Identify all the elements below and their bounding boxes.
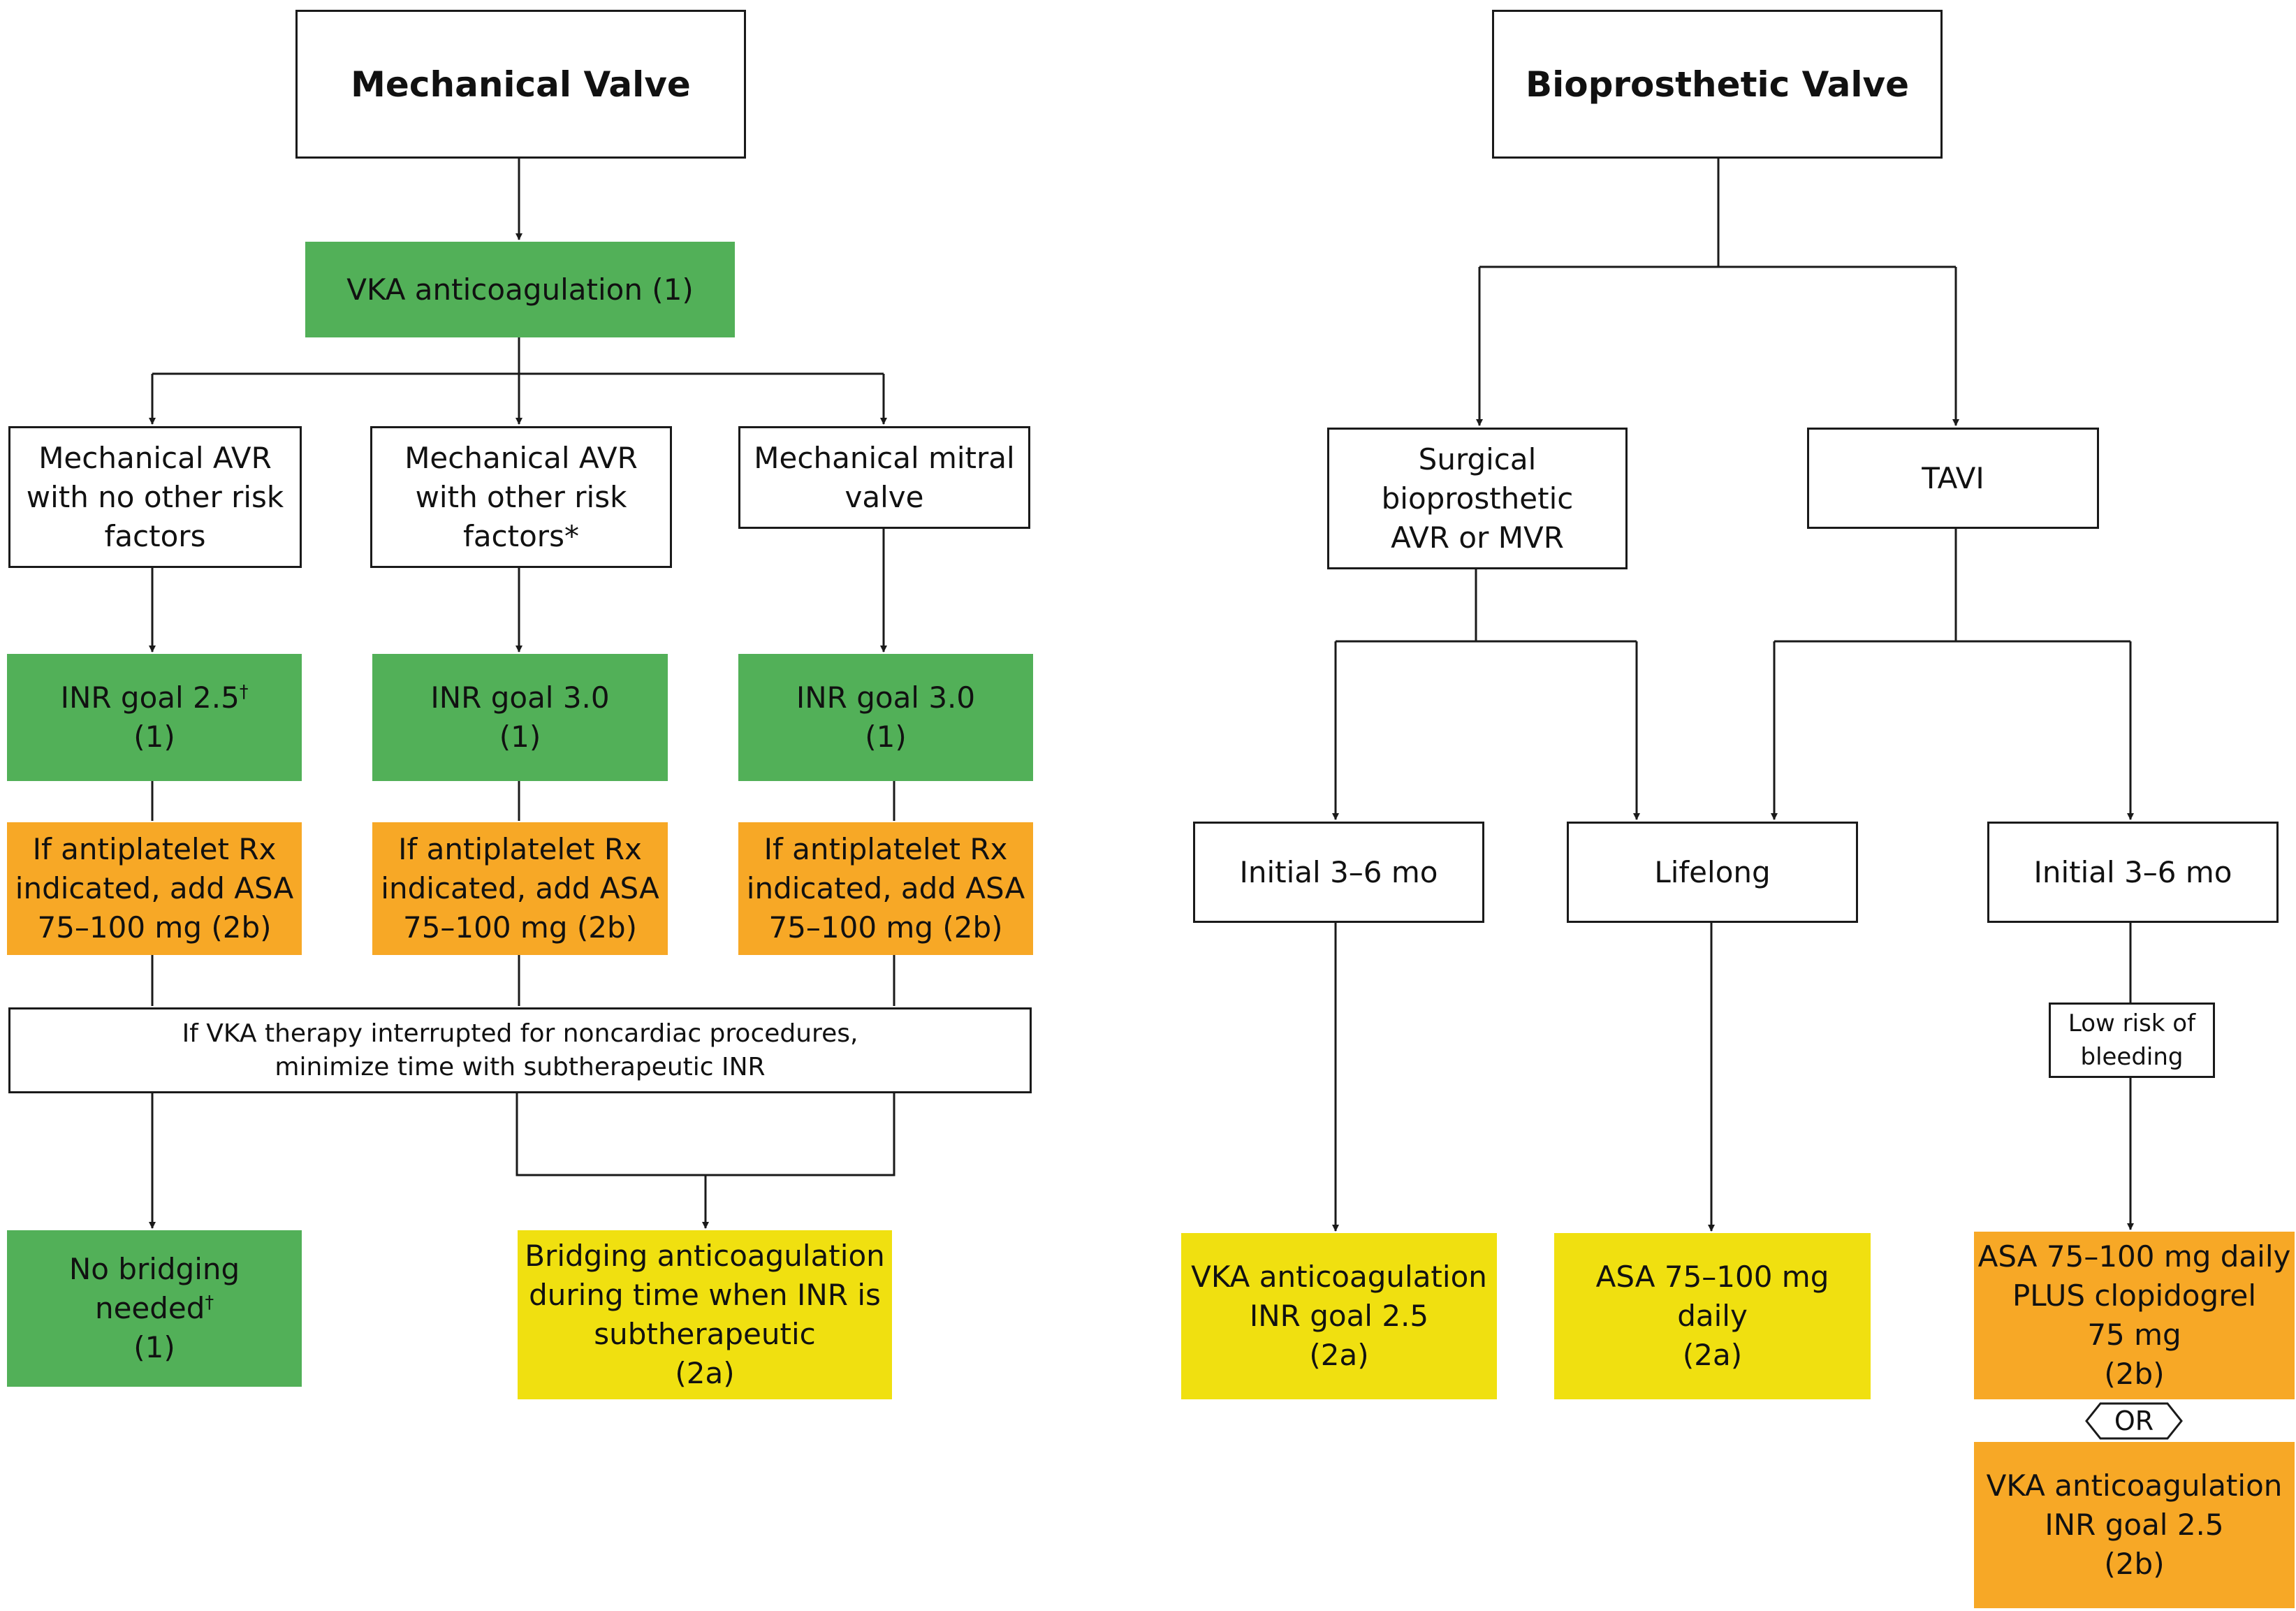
lifelong-box: Lifelong [1567, 822, 1858, 923]
vka-anticoagulation-box: VKA anticoagulation (1) [305, 242, 735, 337]
box-line: 75–100 mg (2b) [37, 910, 272, 945]
box-line: Mechanical AVR [404, 440, 638, 475]
recommendation-class: (2a) [675, 1356, 735, 1390]
box-line: indicated, add ASA [746, 871, 1025, 905]
line-interrupt-merge [515, 1093, 895, 1176]
recommendation-class: (1) [499, 720, 541, 754]
box-line: factors* [463, 518, 579, 553]
mechanical-valve-title-box: Mechanical Valve [295, 10, 746, 159]
or-label: OR [2114, 1406, 2154, 1436]
box-line: bioprosthetic [1381, 481, 1574, 516]
initial-label: Initial 3–6 mo [2033, 854, 2232, 889]
box-line: indicated, add ASA [15, 871, 294, 905]
recommendation-class: (1) [865, 720, 907, 754]
box-line: indicated, add ASA [381, 871, 659, 905]
recommendation-class: (2b) [2104, 1547, 2165, 1581]
box-line: Mechanical AVR [38, 440, 272, 475]
vka-inr-2-5-result-box: VKA anticoagulation INR goal 2.5 (2a) [1181, 1233, 1497, 1399]
antiplatelet-box-2: If antiplatelet Rx indicated, add ASA 75… [372, 822, 668, 955]
box-line: during time when INR is [529, 1278, 881, 1312]
box-line: If VKA therapy interrupted for noncardia… [182, 1019, 858, 1048]
box-line: bleeding [2080, 1043, 2184, 1071]
asa-plus-clopidogrel-box: ASA 75–100 mg daily PLUS clopidogrel 75 … [1974, 1232, 2295, 1399]
bioprosthetic-valve-title-box: Bioprosthetic Valve [1492, 10, 1943, 159]
box-line: factors [104, 518, 206, 553]
recommendation-class: (2b) [2104, 1357, 2165, 1391]
box-line: ASA 75–100 mg [1595, 1260, 1829, 1294]
mechanical-valve-title: Mechanical Valve [351, 64, 691, 105]
vka-anticoagulation-label: VKA anticoagulation (1) [346, 272, 694, 307]
box-line: daily [1677, 1299, 1748, 1333]
lifelong-label: Lifelong [1654, 854, 1771, 889]
low-risk-bleeding-box: Low risk of bleeding [2049, 1003, 2215, 1078]
vka-alternative-box: VKA anticoagulation INR goal 2.5 (2b) [1974, 1442, 2295, 1608]
box-line: valve [844, 479, 924, 514]
or-badge: OR [2085, 1402, 2183, 1440]
box-line: VKA anticoagulation [1191, 1260, 1487, 1294]
inr-goal-text: INR goal 3.0 [430, 680, 610, 715]
box-line: Low risk of [2068, 1009, 2196, 1037]
box-line: INR goal 2.5 [2045, 1508, 2224, 1542]
mechanical-mitral-valve-box: Mechanical mitral valve [738, 426, 1030, 529]
antiplatelet-box-1: If antiplatelet Rx indicated, add ASA 75… [7, 822, 302, 955]
box-line: AVR or MVR [1391, 520, 1564, 555]
dagger-mark: † [205, 1292, 214, 1312]
surgical-bioprosthetic-box: Surgical bioprosthetic AVR or MVR [1327, 428, 1628, 569]
inr-goal-2-5-box: INR goal 2.5† (1) [7, 654, 302, 781]
tavi-box: TAVI [1807, 428, 2099, 529]
mechanical-avr-no-risk-box: Mechanical AVR with no other risk factor… [8, 426, 302, 568]
box-line: 75–100 mg (2b) [402, 910, 638, 945]
box-line: If antiplatelet Rx [763, 832, 1008, 866]
box-line: 75–100 mg (2b) [768, 910, 1003, 945]
box-line: 75 mg [2087, 1318, 2181, 1352]
antiplatelet-box-3: If antiplatelet Rx indicated, add ASA 75… [738, 822, 1033, 955]
recommendation-class: (2a) [1309, 1338, 1369, 1372]
box-line: Mechanical mitral [754, 440, 1015, 475]
inr-goal-text: INR goal 2.5 [60, 680, 240, 715]
tavi-label: TAVI [1922, 460, 1984, 495]
box-line: INR goal 2.5 [1249, 1299, 1429, 1333]
box-line: with no other risk [26, 479, 284, 514]
asa-daily-result-box: ASA 75–100 mg daily (2a) [1554, 1233, 1871, 1399]
inr-goal-3-0-avr-box: INR goal 3.0 (1) [372, 654, 668, 781]
inr-goal-line: INR goal 2.5† [61, 678, 249, 717]
box-line: PLUS clopidogrel [2012, 1278, 2257, 1313]
box-line: If antiplatelet Rx [32, 832, 277, 866]
no-bridging-line: needed† [95, 1289, 214, 1328]
box-line: subtherapeutic [594, 1317, 816, 1351]
box-line: ASA 75–100 mg daily [1977, 1239, 2291, 1274]
box-line: Bridging anticoagulation [525, 1239, 885, 1273]
bioprosthetic-valve-title: Bioprosthetic Valve [1526, 64, 1909, 105]
box-line: If antiplatelet Rx [398, 832, 642, 866]
box-line: VKA anticoagulation [1986, 1468, 2283, 1503]
or-hexagon-shape [2085, 1402, 2183, 1440]
box-line: Surgical [1418, 442, 1537, 476]
recommendation-class: (1) [133, 1330, 175, 1364]
vka-interrupted-box: If VKA therapy interrupted for noncardia… [8, 1007, 1032, 1093]
box-line: with other risk [415, 479, 627, 514]
recommendation-class: (1) [133, 720, 175, 754]
recommendation-class: (2a) [1682, 1338, 1743, 1372]
box-line: No bridging [68, 1252, 240, 1286]
initial-label: Initial 3–6 mo [1239, 854, 1438, 889]
initial-3-6-mo-right-box: Initial 3–6 mo [1987, 822, 2279, 923]
initial-3-6-mo-left-box: Initial 3–6 mo [1193, 822, 1484, 923]
dagger-mark: † [239, 681, 249, 701]
box-line: minimize time with subtherapeutic INR [275, 1052, 766, 1081]
inr-goal-3-0-mitral-box: INR goal 3.0 (1) [738, 654, 1033, 781]
mechanical-avr-other-risk-box: Mechanical AVR with other risk factors* [370, 426, 672, 568]
bridging-anticoagulation-box: Bridging anticoagulation during time whe… [518, 1230, 892, 1399]
box-line: needed [94, 1291, 205, 1325]
no-bridging-box: No bridging needed† (1) [7, 1230, 302, 1387]
inr-goal-text: INR goal 3.0 [796, 680, 976, 715]
